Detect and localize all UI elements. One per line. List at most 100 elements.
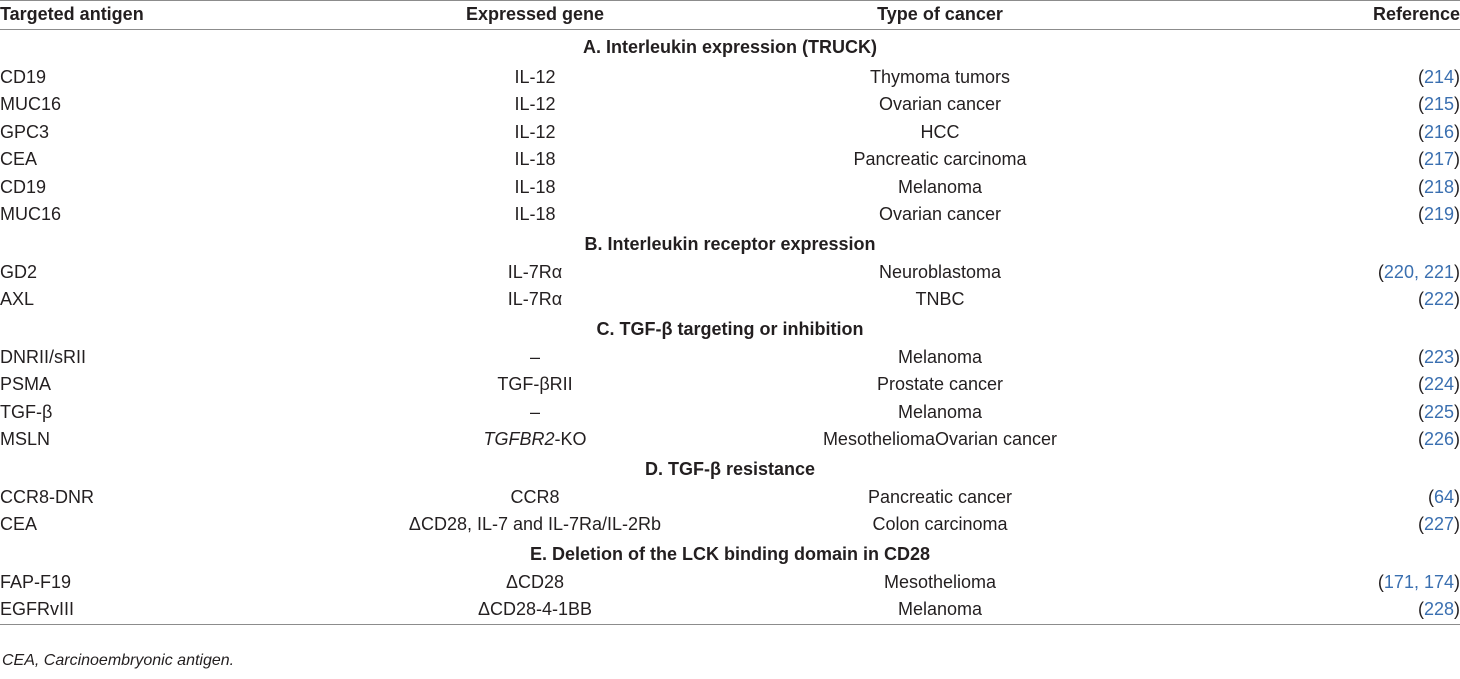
section-title: C. TGF-β targeting or inhibition	[596, 318, 864, 339]
section-title: E. Deletion of the LCK binding domain in…	[530, 543, 930, 564]
cell-expressed-gene: IL-12	[514, 94, 556, 114]
ref-close-paren: )	[1454, 66, 1460, 87]
data-table: Targeted antigen Expressed gene Type of …	[0, 0, 1460, 625]
ref-close-paren: )	[1454, 121, 1460, 142]
ref-close-paren: )	[1454, 176, 1460, 197]
ref-close-paren: )	[1454, 149, 1460, 169]
reference-link[interactable]: 223	[1423, 346, 1454, 367]
reference-link[interactable]: 214	[1423, 66, 1454, 87]
gene-name-italic: TGFBR2	[483, 429, 555, 449]
header-reference: Reference	[1150, 0, 1460, 30]
ref-close-paren: )	[1454, 346, 1460, 367]
section-title: A. Interleukin expression (TRUCK)	[582, 36, 878, 57]
table-footnote: CEA, Carcinoembryonic antigen.	[2, 652, 235, 669]
reference-link[interactable]: 220, 221	[1383, 261, 1454, 282]
cell-type-of-cancer: Colon carcinoma	[872, 514, 1008, 534]
ref-open-paren: (	[1417, 429, 1424, 449]
cell-expressed-gene: –	[529, 401, 540, 422]
cell-reference: (217)	[1150, 146, 1460, 174]
reference-link[interactable]: 216	[1423, 121, 1454, 142]
cell-expressed-gene: IL-18	[514, 149, 556, 169]
cell-targeted-antigen: FAP-F19	[0, 571, 72, 592]
cell-type-of-cancer: Melanoma	[897, 346, 983, 367]
cell-targeted-antigen: AXL	[0, 289, 35, 309]
cell-targeted-antigen: DNRII/sRII	[0, 346, 87, 367]
ref-close-paren: )	[1454, 204, 1460, 224]
cell-expressed-gene: IL-18	[514, 176, 556, 197]
ref-open-paren: (	[1417, 94, 1424, 114]
cell-targeted-antigen: MUC16	[0, 94, 62, 114]
cell-type-of-cancer: Neuroblastoma	[878, 261, 1002, 282]
cell-type-of-cancer: MesotheliomaOvarian cancer	[822, 429, 1058, 449]
cell-type-of-cancer: Ovarian cancer	[878, 204, 1002, 224]
reference-link[interactable]: 222	[1423, 289, 1454, 309]
cell-reference: (225)	[1150, 399, 1460, 427]
gene-suffix: -KO	[554, 429, 587, 449]
ref-close-paren: )	[1454, 486, 1460, 507]
ref-close-paren: )	[1454, 374, 1460, 394]
reference-link[interactable]: 64	[1433, 486, 1454, 507]
cell-reference: (216)	[1150, 119, 1460, 147]
cell-reference: (227)	[1150, 511, 1460, 539]
reference-link[interactable]: 228	[1423, 599, 1454, 620]
cell-expressed-gene: IL-18	[514, 204, 556, 224]
ref-open-paren: (	[1417, 204, 1424, 224]
cell-reference: (228)	[1150, 596, 1460, 625]
reference-link[interactable]: 224	[1423, 374, 1454, 394]
reference-link[interactable]: 219	[1423, 204, 1454, 224]
cell-type-of-cancer: Melanoma	[897, 401, 983, 422]
cell-expressed-gene: IL-12	[514, 66, 556, 87]
cell-type-of-cancer: Melanoma	[897, 176, 983, 197]
ref-open-paren: (	[1417, 599, 1424, 620]
cell-expressed-gene: IL-7Rα	[507, 289, 563, 309]
section-header-row: C. TGF-β targeting or inhibition	[0, 314, 1460, 344]
header-targeted-antigen: Targeted antigen	[0, 0, 340, 30]
section-header-row: E. Deletion of the LCK binding domain in…	[0, 539, 1460, 569]
cell-type-of-cancer: Ovarian cancer	[878, 94, 1002, 114]
reference-link[interactable]: 226	[1423, 429, 1454, 449]
reference-link[interactable]: 217	[1423, 149, 1454, 169]
header-expressed-gene: Expressed gene	[340, 0, 730, 30]
cell-reference: (214)	[1150, 64, 1460, 92]
cell-reference: (222)	[1150, 286, 1460, 314]
cell-expressed-gene: ΔCD28, IL-7 and IL-7Ra/IL-2Rb	[408, 514, 662, 534]
ref-open-paren: (	[1417, 346, 1424, 367]
cell-type-of-cancer: Mesothelioma	[883, 571, 997, 592]
ref-open-paren: (	[1377, 571, 1384, 592]
table-row: TGF-β–Melanoma(225)	[0, 399, 1460, 427]
cell-targeted-antigen: CCR8-DNR	[0, 486, 94, 507]
cell-targeted-antigen: MSLN	[0, 429, 51, 449]
ref-open-paren: (	[1417, 514, 1424, 534]
cell-targeted-antigen: GPC3	[0, 121, 50, 142]
reference-link[interactable]: 171, 174	[1383, 571, 1454, 592]
section-header-row: A. Interleukin expression (TRUCK)	[0, 29, 1460, 64]
cell-targeted-antigen: EGFRvIII	[0, 596, 340, 625]
cell-reference: (219)	[1150, 201, 1460, 229]
cell-type-of-cancer: Pancreatic cancer	[867, 486, 1013, 507]
reference-link[interactable]: 218	[1423, 176, 1454, 197]
reference-link[interactable]: 215	[1423, 94, 1454, 114]
cell-reference: (64)	[1150, 484, 1460, 512]
ref-open-paren: (	[1417, 66, 1424, 87]
reference-link[interactable]: 225	[1423, 401, 1454, 422]
section-title: D. TGF-β resistance	[644, 458, 816, 479]
cell-expressed-gene: ΔCD28-4-1BB	[340, 596, 730, 625]
cell-reference: (224)	[1150, 371, 1460, 399]
ref-close-paren: )	[1454, 571, 1460, 592]
reference-link[interactable]: 227	[1423, 514, 1454, 534]
cell-reference: (215)	[1150, 91, 1460, 119]
cell-type-of-cancer: Prostate cancer	[876, 374, 1004, 394]
ref-open-paren: (	[1417, 149, 1424, 169]
